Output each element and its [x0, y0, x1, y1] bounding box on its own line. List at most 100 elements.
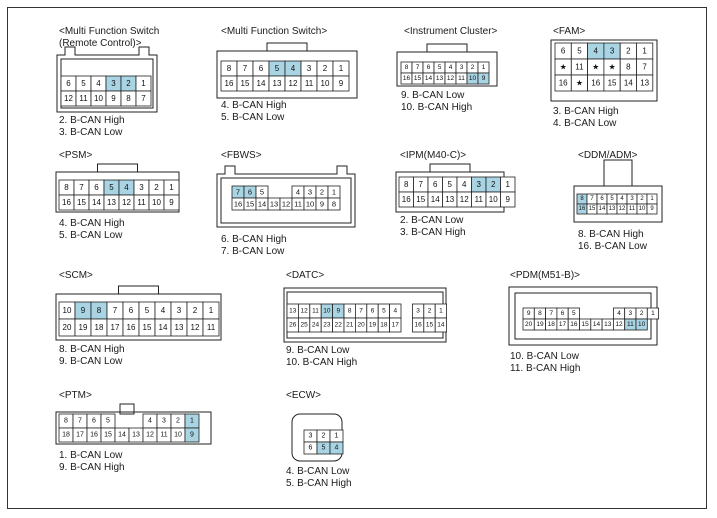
- pin-number: 3: [309, 433, 313, 440]
- fbws-shell: [216, 165, 356, 228]
- ddm-title: <DDM/ADM>: [578, 150, 637, 162]
- pin-number: 14: [258, 200, 266, 209]
- mfs-remote-title-line: (Remote Control)>: [59, 38, 142, 49]
- pin-number: 1: [190, 418, 194, 425]
- pin-number: 17: [111, 323, 120, 332]
- pin-number: 1: [439, 308, 443, 315]
- pin-number: 13: [445, 195, 454, 204]
- pin-number: 15: [414, 75, 422, 82]
- pin-number: 14: [118, 432, 126, 439]
- pin-number: 2: [320, 188, 324, 197]
- pin-number: 17: [392, 322, 400, 329]
- pin-number: 18: [380, 322, 388, 329]
- pin-number: 14: [431, 195, 440, 204]
- pin-number: 10: [321, 79, 330, 88]
- pin-number: 15: [582, 321, 590, 328]
- pin-number: 5: [448, 180, 453, 189]
- pin-number: 3: [629, 310, 633, 317]
- ptm-title-line: <PTM>: [59, 390, 92, 401]
- pin-number: 6: [371, 308, 375, 315]
- pin-number: 13: [270, 200, 278, 209]
- pin-number: 16: [414, 322, 422, 329]
- pin-number: 6: [129, 306, 134, 315]
- pin-number: 7: [141, 94, 146, 103]
- pin-number: 12: [619, 206, 626, 212]
- pin-number: 5: [260, 188, 264, 197]
- pin-number: 21: [346, 322, 354, 329]
- pin-number: 10: [94, 94, 103, 103]
- ipm-tab: [429, 163, 471, 172]
- fbws-inner: [220, 177, 352, 224]
- pin-number: 5: [577, 47, 582, 56]
- ddm-title-line: <DDM/ADM>: [578, 150, 638, 161]
- signal-label: 4. B-CAN Low: [286, 466, 350, 477]
- signal-label: 4. B-CAN Low: [553, 118, 617, 129]
- pin-number: 14: [624, 79, 633, 88]
- pin-number: 12: [447, 75, 455, 82]
- pin-number: 11: [312, 308, 319, 315]
- pin-number: 9: [650, 206, 654, 212]
- pin-number: 14: [437, 322, 445, 329]
- pin-number: ★: [576, 79, 583, 88]
- pin-number: 3: [307, 64, 312, 73]
- pin-number: 7: [359, 308, 363, 315]
- pin-number: 16: [402, 195, 411, 204]
- ipm-title-line: <IPM(M40-C)>: [400, 150, 467, 161]
- pin-number: 9: [339, 79, 344, 88]
- pin-number: 6: [561, 310, 565, 317]
- pin-number: 14: [92, 198, 101, 207]
- pin-number: 6: [248, 188, 252, 197]
- pin-number: 13: [604, 321, 612, 328]
- pin-number: 16: [570, 321, 578, 328]
- pin-number: 7: [642, 63, 647, 72]
- pin-number: 11: [137, 198, 146, 207]
- pin-number: 23: [323, 322, 331, 329]
- pin-number: 3: [416, 308, 420, 315]
- pin-number: 9: [482, 75, 486, 82]
- pin-number: 19: [536, 321, 544, 328]
- pin-number: 18: [62, 432, 70, 439]
- scm-tab: [118, 285, 159, 294]
- pin-number: 14: [159, 323, 168, 332]
- pin-number: ★: [592, 63, 599, 72]
- pin-number: 3: [477, 180, 482, 189]
- pin-number: 4: [393, 308, 397, 315]
- pin-number: 16: [579, 206, 586, 212]
- pin-number: 7: [79, 183, 84, 192]
- pin-number: 1: [482, 64, 486, 71]
- signal-label: 2. B-CAN High: [59, 115, 125, 126]
- pin-number: 2: [640, 310, 644, 317]
- pin-number: 16: [403, 75, 411, 82]
- pin-number: 18: [95, 323, 104, 332]
- pin-number: 3: [162, 418, 166, 425]
- pin-number: 1: [339, 64, 344, 73]
- pin-number: 11: [575, 63, 584, 72]
- pin-number: ★: [560, 63, 567, 72]
- pin-number: 7: [419, 180, 424, 189]
- pin-number: 4: [449, 64, 453, 71]
- ecw-title: <ECW>: [286, 390, 321, 402]
- pin-number: 1: [651, 310, 655, 317]
- pin-number: 5: [322, 445, 326, 452]
- pin-number: 12: [122, 198, 131, 207]
- pin-number: 8: [348, 308, 352, 315]
- signal-label: 8. B-CAN High: [59, 344, 125, 355]
- pin-cell: [500, 191, 516, 208]
- pin-number: 18: [548, 321, 556, 328]
- pdm-title: <PDM(M51-B)>: [510, 270, 580, 282]
- pin-number: 8: [538, 310, 542, 317]
- pin-number: 4: [148, 418, 152, 425]
- pin-number: 16: [62, 198, 71, 207]
- psm-title-line: <PSM>: [59, 150, 93, 161]
- pin-number: 10: [638, 321, 646, 328]
